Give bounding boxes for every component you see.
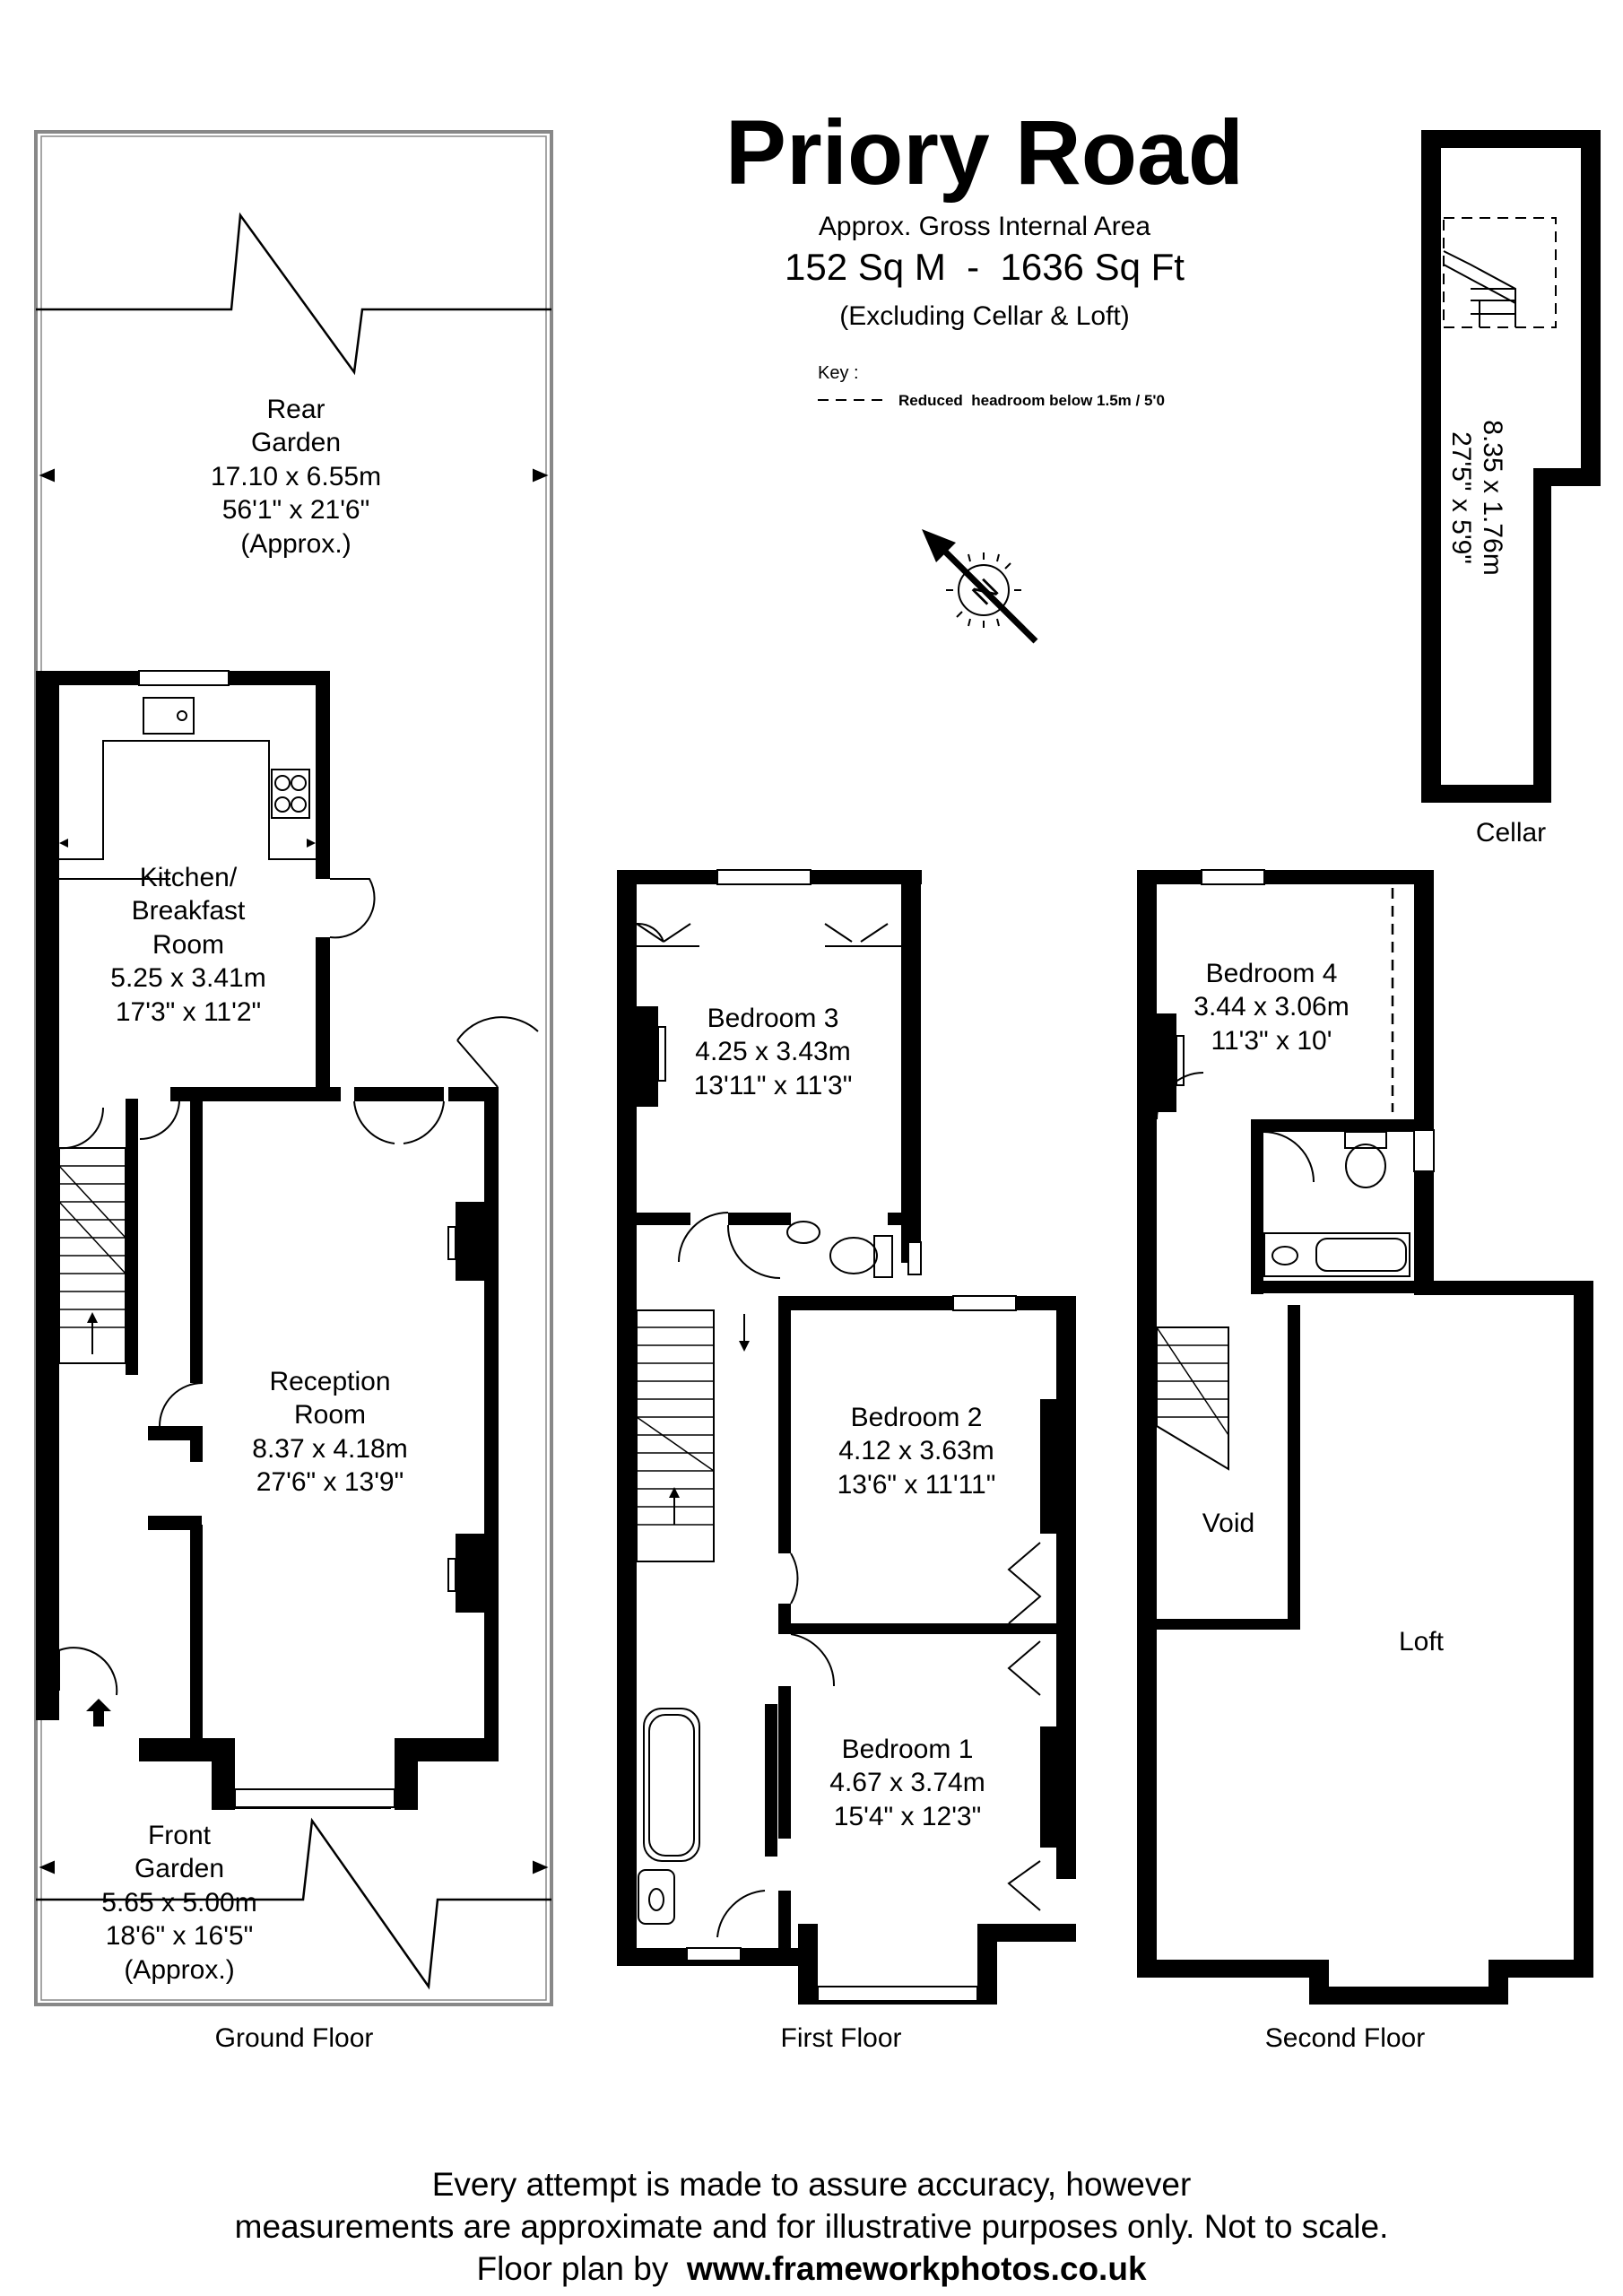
first-floor-stairs [636, 1309, 750, 1562]
svg-text:Bedroom 2: Bedroom 2 [851, 1403, 983, 1432]
front-garden-label: Front Garden 5.65 x 5.00m 18'6" x 16'5" … [101, 1821, 256, 1985]
key-label: Key : [818, 363, 859, 383]
cellar-label: 8.35 x 1.76m 27'5" x 5'9" [1446, 420, 1507, 575]
second-floor-plan: Bedroom 4 3.44 x 3.06m 11'3" x 10' Void … [1137, 869, 1593, 2053]
header: Priory Road Approx. Gross Internal Area … [725, 101, 1244, 409]
void-label: Void [1202, 1509, 1254, 1538]
page-title: Priory Road [725, 101, 1244, 204]
cellar-walls [1421, 130, 1601, 803]
svg-text:15'4" x 12'3": 15'4" x 12'3" [834, 1802, 982, 1831]
svg-text:8.37 x 4.18m: 8.37 x 4.18m [252, 1434, 407, 1464]
svg-text:Room: Room [152, 930, 224, 960]
basin-icon [638, 1869, 675, 1925]
svg-text:17.10 x 6.55m: 17.10 x 6.55m [211, 462, 381, 491]
svg-text:Bedroom 1: Bedroom 1 [842, 1735, 974, 1764]
second-floor-stairs [1156, 1326, 1229, 1471]
disclaimer-line-1: Every attempt is made to assure accuracy… [432, 2166, 1192, 2203]
svg-text:4.25 x 3.43m: 4.25 x 3.43m [695, 1037, 850, 1066]
bedroom-3-label: Bedroom 3 4.25 x 3.43m 13'11" x 11'3" [694, 1004, 853, 1100]
ground-floor-caption: Ground Floor [215, 2023, 374, 2053]
svg-text:5.25 x 3.41m: 5.25 x 3.41m [110, 963, 265, 993]
kitchen-door-swing [329, 878, 376, 939]
compass-rose: N [922, 529, 1038, 644]
svg-text:27'5" x 5'9": 27'5" x 5'9" [1446, 431, 1476, 564]
bedroom-4-label: Bedroom 4 3.44 x 3.06m 11'3" x 10' [1193, 959, 1349, 1056]
key-reduced-headroom: Reduced headroom below 1.5m / 5'0 [898, 392, 1165, 409]
svg-text:Room: Room [294, 1400, 366, 1430]
cellar-reduced-headroom [1443, 217, 1557, 328]
compass-needle [939, 545, 1038, 644]
svg-text:18'6" x 16'5": 18'6" x 16'5" [106, 1921, 254, 1951]
svg-text:3.44 x 3.06m: 3.44 x 3.06m [1193, 992, 1349, 1022]
svg-text:56'1" x 21'6": 56'1" x 21'6" [222, 495, 370, 525]
cellar-caption: Cellar [1476, 818, 1546, 848]
second-floor-caption: Second Floor [1265, 2023, 1425, 2053]
svg-text:Garden: Garden [135, 1854, 224, 1883]
rear-garden-label: Rear Garden 17.10 x 6.55m 56'1" x 21'6" … [211, 395, 381, 559]
ground-floor-plan: Rear Garden 17.10 x 6.55m 56'1" x 21'6" … [34, 130, 553, 2053]
area-caption: Approx. Gross Internal Area [819, 212, 1150, 241]
ground-floor-walls [36, 1087, 499, 1810]
svg-text:5.65 x 5.00m: 5.65 x 5.00m [101, 1888, 256, 1918]
svg-text:Front: Front [148, 1821, 212, 1850]
entrance-arrow-icon [86, 1699, 111, 1726]
svg-text:(Approx.): (Approx.) [240, 529, 351, 559]
toilet-icon [873, 1235, 893, 1278]
svg-text:13'11" x 11'3": 13'11" x 11'3" [694, 1071, 853, 1100]
second-floor-fittings [1156, 1072, 1410, 1277]
small-basin-icon [786, 1221, 820, 1244]
wc-cistern-icon [1344, 1131, 1387, 1149]
credit-prefix: Floor plan by [476, 2250, 668, 2287]
disclaimer-line-2: measurements are approximate and for ill… [235, 2208, 1389, 2245]
cellar-stairs [1443, 250, 1516, 327]
svg-text:Rear: Rear [266, 395, 325, 424]
kitchen-fittings [59, 697, 376, 939]
svg-text:8.35 x 1.76m: 8.35 x 1.76m [1478, 420, 1507, 575]
ground-floor-stairs [58, 1147, 126, 1364]
credit-url[interactable]: www.frameworkphotos.co.uk [686, 2250, 1147, 2287]
svg-text:13'6" x 11'11": 13'6" x 11'11" [838, 1470, 996, 1500]
hob-icon [271, 769, 310, 819]
svg-text:(Approx.): (Approx.) [124, 1955, 234, 1985]
second-floor-walls [1137, 869, 1593, 2005]
svg-text:11'3" x 10': 11'3" x 10' [1211, 1026, 1332, 1056]
credit-line: Floor plan by www.frameworkphotos.co.uk [476, 2250, 1146, 2287]
svg-text:Reception: Reception [269, 1367, 390, 1396]
svg-text:Breakfast: Breakfast [132, 896, 246, 926]
svg-text:4.12 x 3.63m: 4.12 x 3.63m [838, 1436, 994, 1465]
kitchen-label: Kitchen/ Breakfast Room 5.25 x 3.41m 17'… [110, 863, 265, 1027]
loft-label: Loft [1399, 1627, 1445, 1657]
reception-label: Reception Room 8.37 x 4.18m 27'6" x 13'9… [252, 1367, 407, 1497]
area-exclusion-note: (Excluding Cellar & Loft) [839, 301, 1129, 331]
first-floor-plan: Bedroom 3 4.25 x 3.43m 13'11" x 11'3" Be… [617, 869, 1076, 2053]
disclaimer-footer: Every attempt is made to assure accuracy… [235, 2166, 1389, 2287]
first-floor-caption: First Floor [781, 2023, 902, 2053]
first-floor-fittings [636, 922, 1042, 1938]
svg-text:27'6" x 13'9": 27'6" x 13'9" [256, 1467, 404, 1497]
svg-text:17'3" x 11'2": 17'3" x 11'2" [116, 997, 261, 1027]
svg-text:Bedroom 4: Bedroom 4 [1206, 959, 1338, 988]
svg-text:Bedroom 3: Bedroom 3 [707, 1004, 839, 1033]
north-arrow-icon [922, 529, 956, 562]
sink-icon [143, 697, 195, 735]
svg-text:Garden: Garden [251, 428, 341, 457]
bedroom-1-label: Bedroom 1 4.67 x 3.74m 15'4" x 12'3" [829, 1735, 985, 1831]
first-floor-walls [617, 869, 1076, 2005]
bedroom-2-label: Bedroom 2 4.12 x 3.63m 13'6" x 11'11" [838, 1403, 996, 1500]
cellar-plan: 8.35 x 1.76m 27'5" x 5'9" Cellar [1421, 130, 1601, 848]
svg-text:4.67 x 3.74m: 4.67 x 3.74m [829, 1768, 985, 1797]
area-size: 152 Sq M - 1636 Sq Ft [785, 246, 1185, 288]
svg-text:Kitchen/: Kitchen/ [140, 863, 238, 892]
